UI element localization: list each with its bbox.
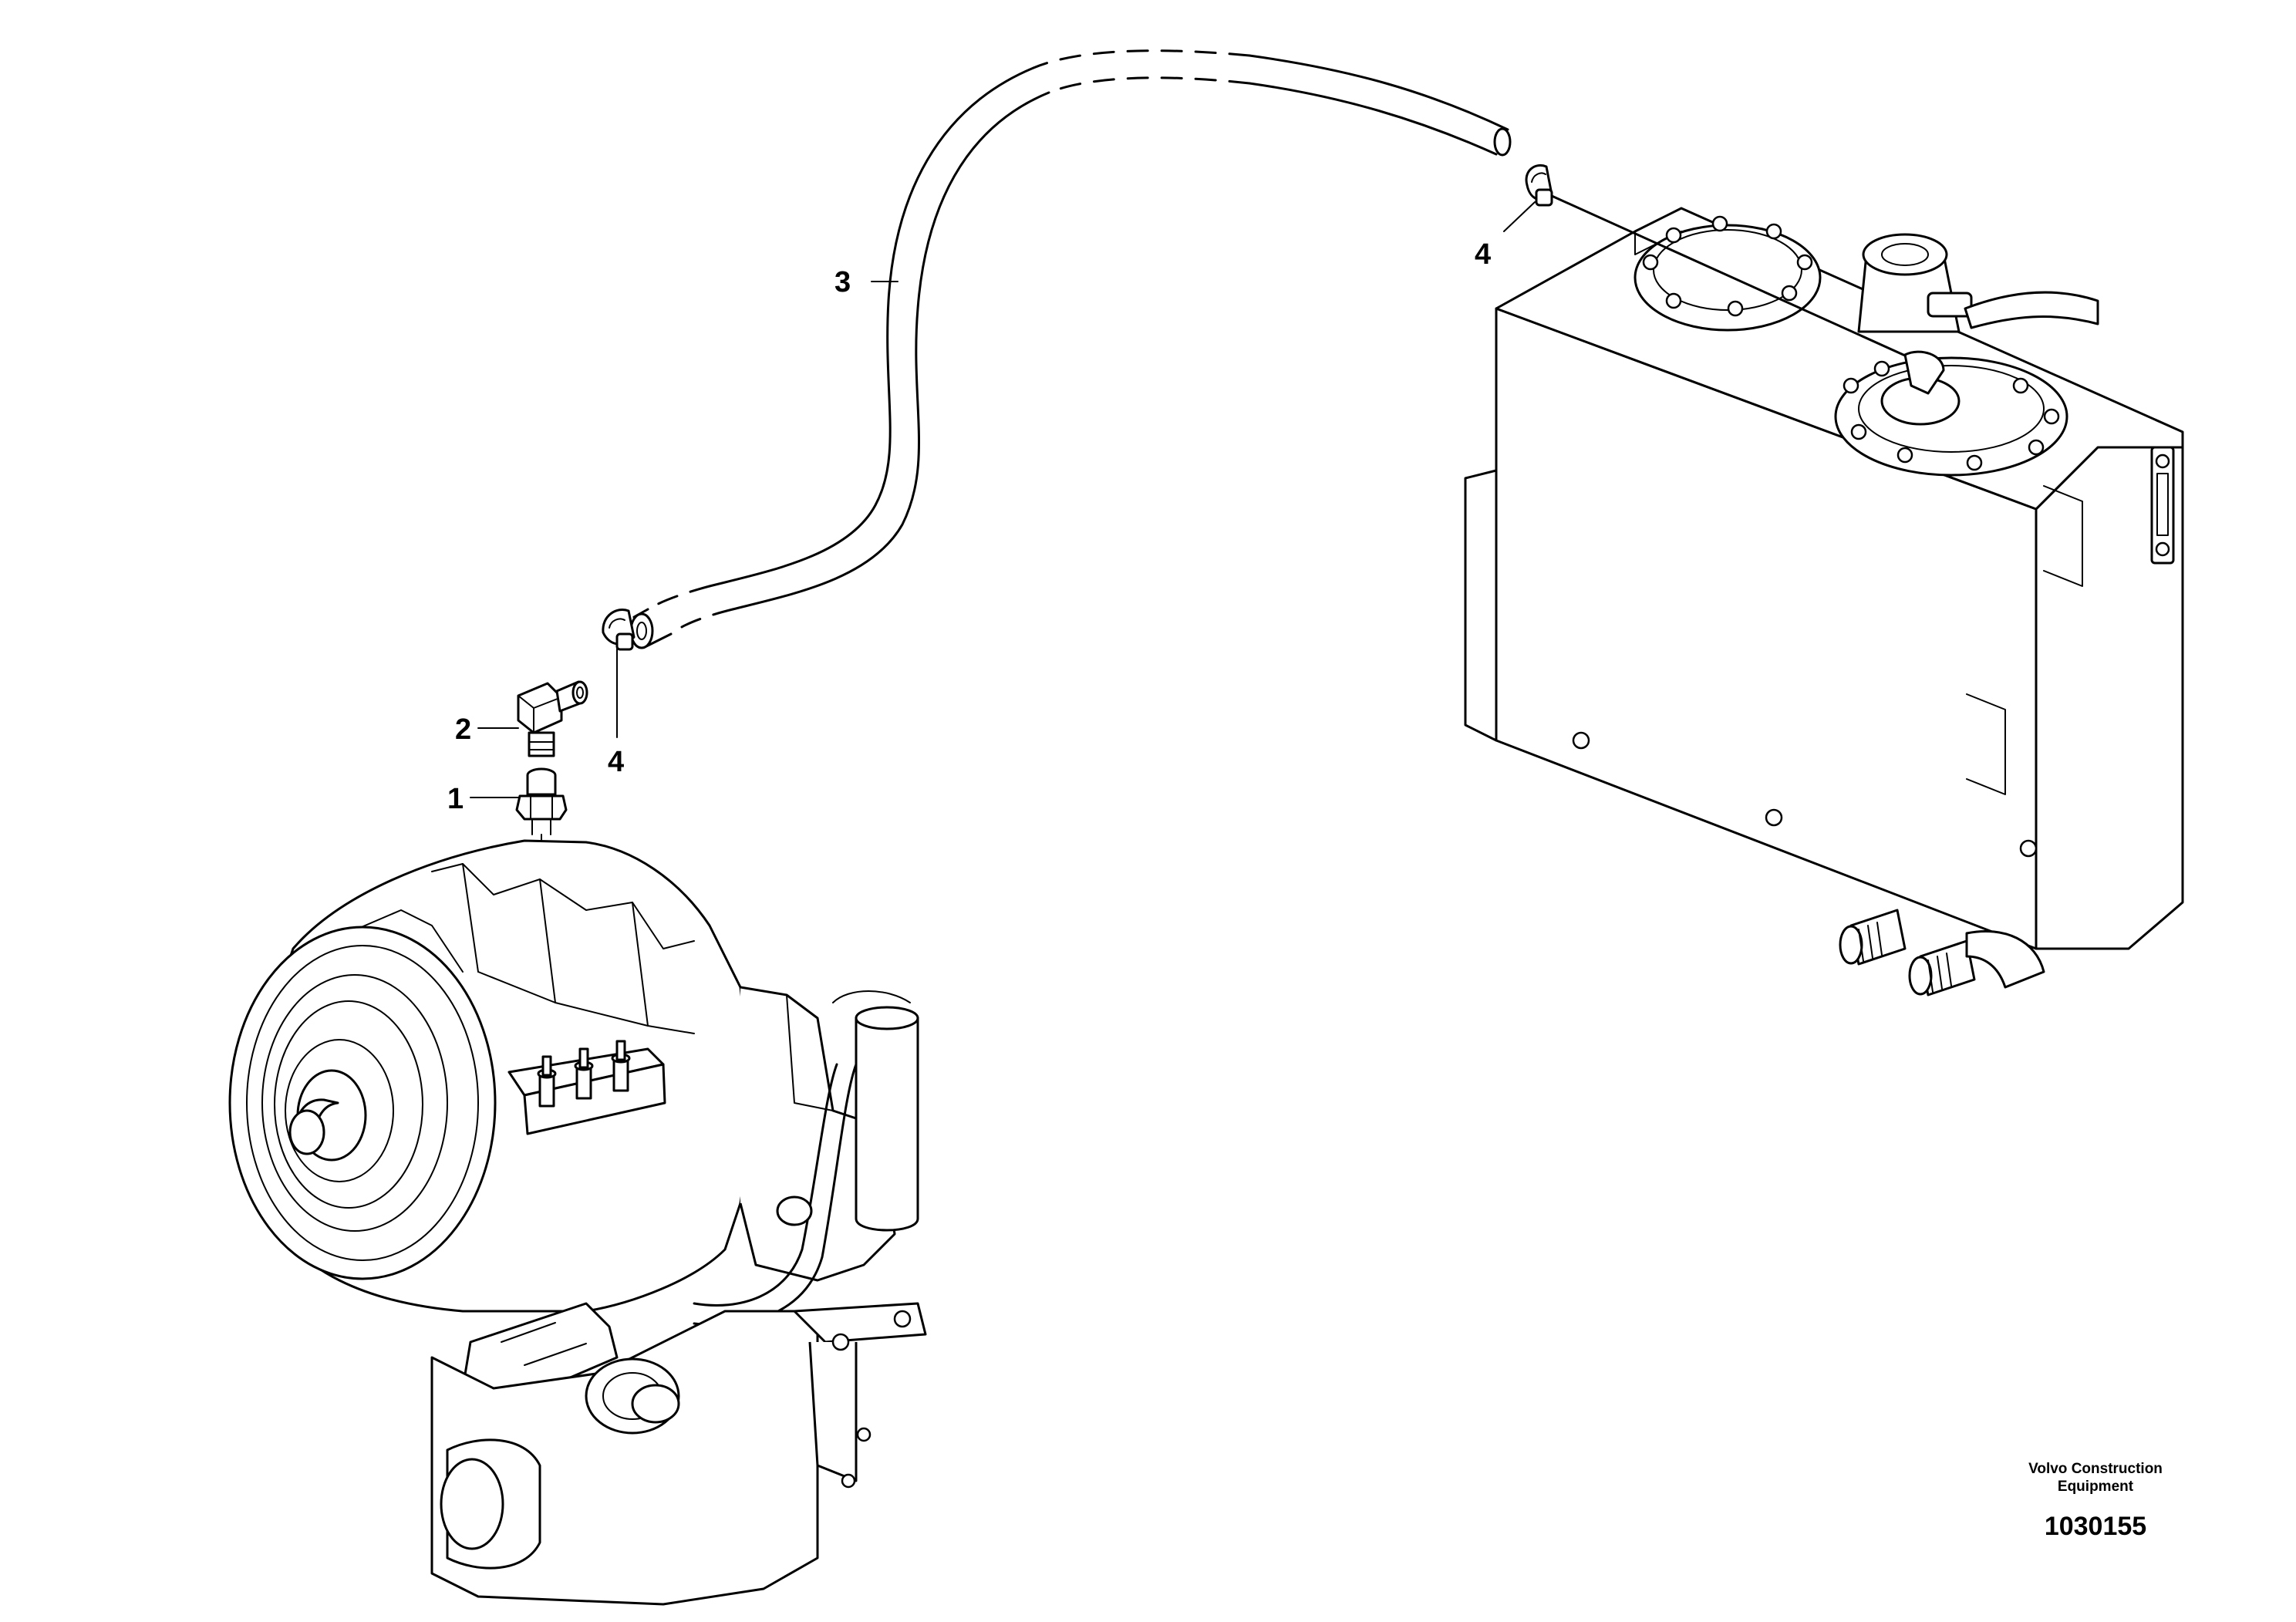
solenoid-valve-3 [611, 1040, 631, 1092]
breather-filter [1857, 233, 2099, 333]
sight-glass [2150, 446, 2175, 565]
brand-line-1: Volvo Construction [2028, 1461, 2163, 1477]
leader-lines [470, 201, 1536, 798]
callout-4-transmission: 4 [608, 746, 624, 778]
brand-line-2: Equipment [2058, 1479, 2134, 1495]
tank-outlet-1 [1839, 909, 1907, 966]
tank-outlet-2 [1908, 939, 1976, 996]
callout-4-tank: 4 [1475, 238, 1491, 271]
callout-2: 2 [455, 713, 471, 746]
tank-flange [1834, 356, 2068, 477]
transmission-housing [228, 839, 927, 1606]
elbow-fitting [517, 680, 588, 757]
hose-clamp-transmission [602, 609, 636, 651]
document-number: 1030155 [2045, 1512, 2146, 1541]
callout-1: 1 [447, 783, 464, 815]
adapter-nipple [515, 767, 568, 843]
callout-3: 3 [834, 266, 851, 298]
hydraulic-tank [1464, 194, 2184, 996]
tank-cover-plate [1633, 215, 1822, 332]
solenoid-valve-1 [537, 1055, 557, 1108]
solenoid-valve-2 [574, 1047, 594, 1100]
hose-clamp-tank [1525, 164, 1553, 207]
breather-hose [629, 49, 1512, 649]
